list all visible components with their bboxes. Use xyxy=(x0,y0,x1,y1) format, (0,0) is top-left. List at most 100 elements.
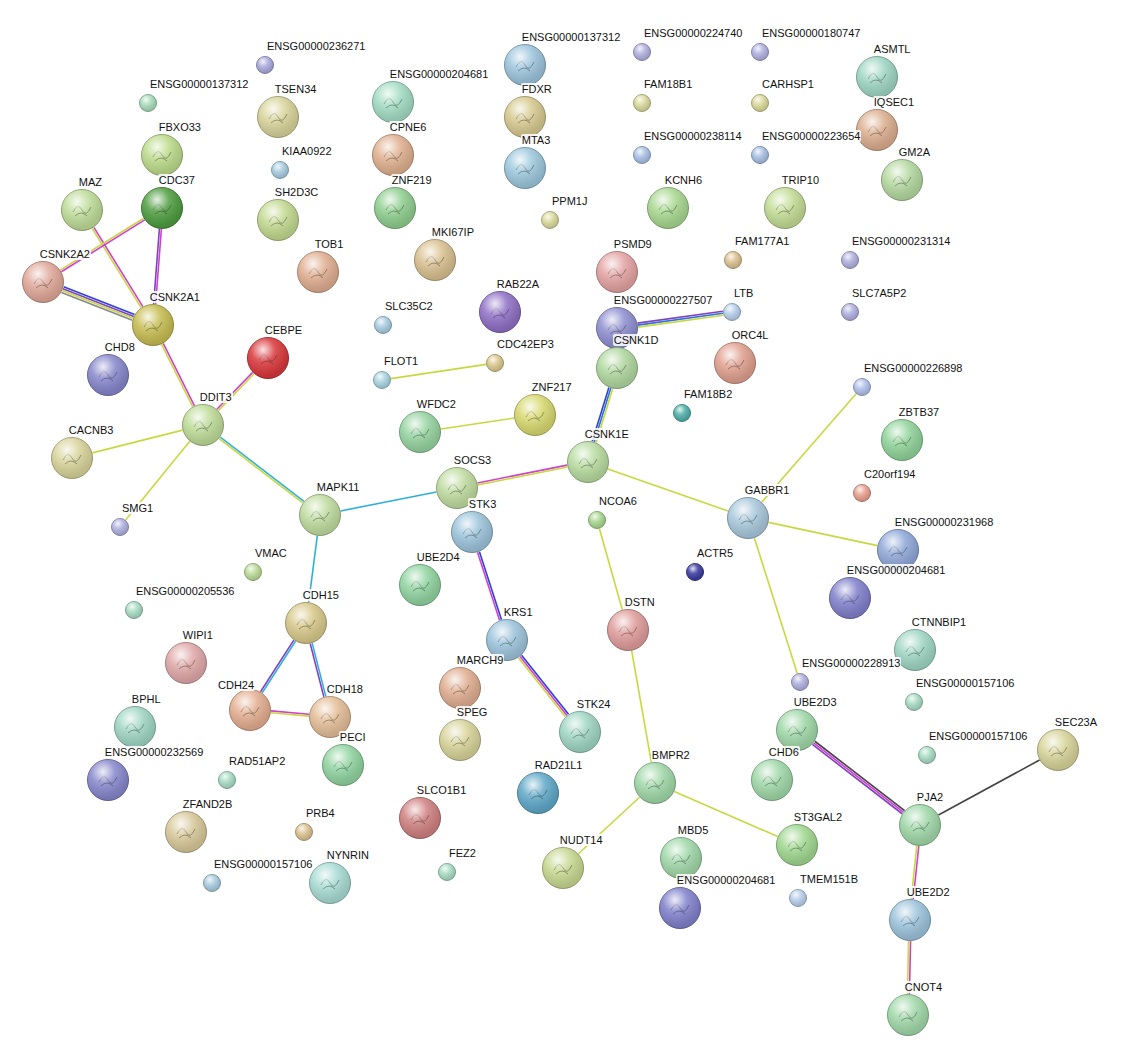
node-label: CDH18 xyxy=(326,683,364,695)
node-bubble xyxy=(479,291,521,333)
protein-node: TOB1 xyxy=(297,251,339,293)
node-label: ACTR5 xyxy=(696,547,734,559)
bubble-gloss xyxy=(375,317,392,334)
protein-node: FAM177A1 xyxy=(724,251,742,269)
protein-node: UBE2D2 xyxy=(889,899,931,941)
interaction-edge xyxy=(441,418,514,429)
bubble-gloss xyxy=(219,772,236,789)
protein-node: PRB4 xyxy=(295,823,313,841)
bubble-gloss xyxy=(518,773,559,814)
interaction-edge xyxy=(632,651,652,763)
evidence-line xyxy=(522,655,569,714)
node-bubble xyxy=(439,719,481,761)
protein-node: CEBPE xyxy=(247,337,289,379)
evidence-line xyxy=(441,418,514,429)
node-bubble xyxy=(322,744,364,786)
node-label: SLC35C2 xyxy=(384,300,434,312)
bubble-fill xyxy=(298,252,339,293)
protein-node: WIPI1 xyxy=(165,642,207,684)
protein-node: TSEN34 xyxy=(257,96,299,138)
bubble-gloss xyxy=(589,512,606,529)
bubble-gloss xyxy=(790,890,807,907)
evidence-line xyxy=(632,651,652,763)
node-bubble xyxy=(399,411,441,453)
node-bubble xyxy=(486,354,504,372)
node-bubble xyxy=(918,746,936,764)
node-label: ENSG00000226898 xyxy=(863,362,963,374)
bubble-gloss xyxy=(115,707,156,748)
evidence-line xyxy=(520,656,567,715)
node-label: NYNRIN xyxy=(326,849,370,861)
bubble-fill xyxy=(597,252,638,293)
protein-node: FBXO33 xyxy=(141,134,183,176)
bubble-gloss xyxy=(166,643,207,684)
bubble-gloss xyxy=(752,44,769,61)
bubble-fill xyxy=(715,343,756,384)
bubble-gloss xyxy=(323,745,364,786)
bubble-fill xyxy=(230,690,271,731)
interaction-edge xyxy=(310,643,326,697)
node-bubble xyxy=(588,511,606,529)
node-label: ENSG00000180747 xyxy=(761,27,861,39)
bubble-gloss xyxy=(62,190,103,231)
node-label: ENSG00000228913 xyxy=(801,657,901,669)
interaction-edge xyxy=(219,437,304,503)
bubble-gloss xyxy=(480,292,521,333)
node-bubble xyxy=(714,342,756,384)
evidence-line xyxy=(769,522,878,545)
bubble-gloss xyxy=(608,610,649,651)
bubble-gloss xyxy=(272,162,289,179)
node-label: CEBPE xyxy=(264,324,303,336)
interaction-edge xyxy=(61,287,134,320)
evidence-line xyxy=(61,292,132,320)
evidence-line xyxy=(938,760,1039,815)
bubble-gloss xyxy=(906,694,923,711)
bubble-fill xyxy=(777,825,818,866)
node-label: ORC4L xyxy=(731,329,770,341)
bubble-gloss xyxy=(597,348,638,389)
bubble-gloss xyxy=(560,712,601,753)
protein-node: PSMD9 xyxy=(596,251,638,293)
protein-node: CSNK2A2 xyxy=(22,261,64,303)
bubble-gloss xyxy=(715,343,756,384)
protein-node: CNOT4 xyxy=(887,994,929,1036)
bubble-gloss xyxy=(375,188,416,229)
node-label: ENSG00000137312 xyxy=(149,78,249,90)
node-label: TSEN34 xyxy=(274,83,318,95)
bubble-fill xyxy=(23,262,64,303)
node-bubble xyxy=(853,378,871,396)
bubble-fill xyxy=(634,95,651,112)
bubble-fill xyxy=(648,188,689,229)
node-label: GABBR1 xyxy=(744,484,791,496)
node-bubble xyxy=(244,563,262,581)
bubble-fill xyxy=(777,710,818,751)
node-bubble xyxy=(514,394,556,436)
bubble-fill xyxy=(882,420,923,461)
node-bubble xyxy=(439,667,481,709)
protein-node: GM2A xyxy=(881,159,923,201)
bubble-gloss xyxy=(842,252,859,269)
node-label: CSNK2A2 xyxy=(39,248,91,260)
node-label: FBXO33 xyxy=(158,121,202,133)
protein-node: CDC42EP3 xyxy=(486,354,504,372)
node-bubble xyxy=(247,337,289,379)
bubble-gloss xyxy=(88,760,129,801)
evidence-line xyxy=(94,227,143,306)
node-label: STK3 xyxy=(468,498,498,510)
node-bubble xyxy=(61,189,103,231)
protein-node: ENSG00000137312 xyxy=(139,94,157,112)
node-bubble xyxy=(139,94,157,112)
bubble-gloss xyxy=(792,674,809,691)
node-label: ENSG00000236271 xyxy=(266,40,366,52)
bubble-fill xyxy=(842,252,859,269)
protein-node: ENSG00000157106 xyxy=(905,693,923,711)
node-bubble xyxy=(374,187,416,229)
protein-node: PPM1J xyxy=(541,211,559,229)
node-label: CHD6 xyxy=(768,746,800,758)
node-bubble xyxy=(373,371,391,389)
bubble-fill xyxy=(112,519,129,536)
bubble-fill xyxy=(919,747,936,764)
bubble-gloss xyxy=(286,603,327,644)
bubble-fill xyxy=(142,135,183,176)
interaction-edge xyxy=(638,311,724,327)
